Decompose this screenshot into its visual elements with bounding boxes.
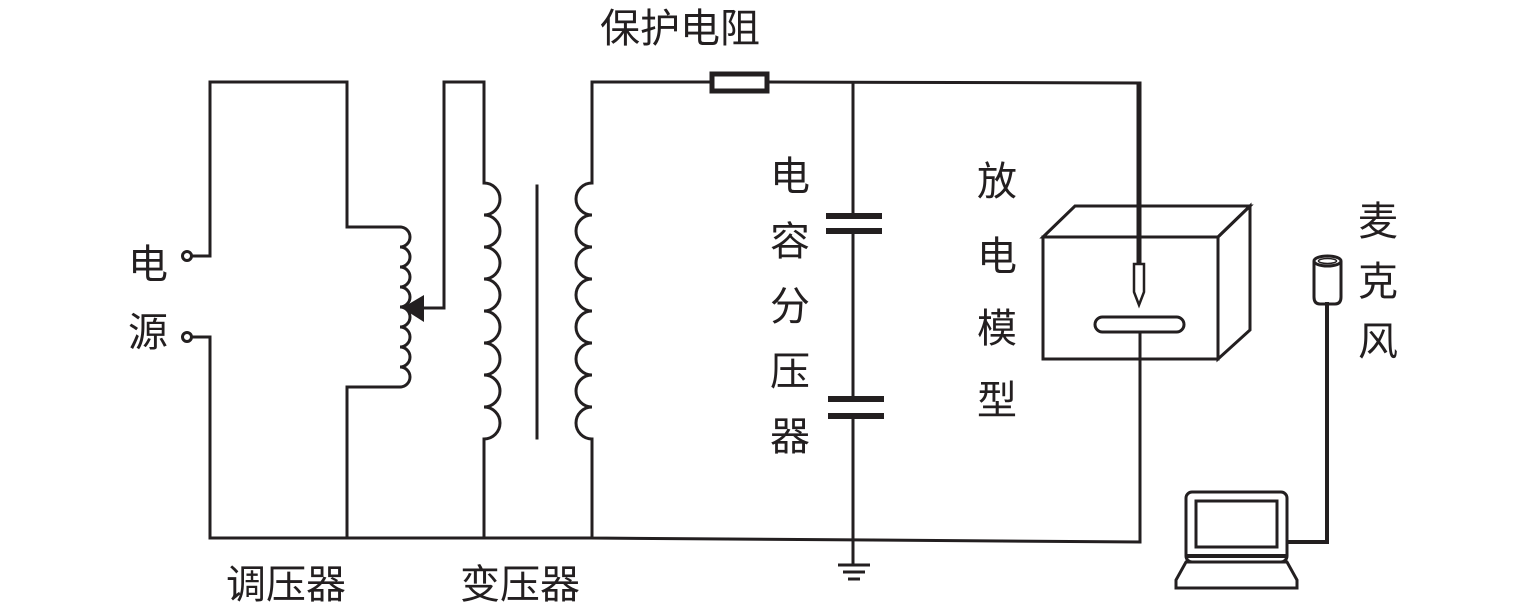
svg-text:放: 放 bbox=[977, 159, 1017, 205]
plate-electrode bbox=[1093, 315, 1186, 334]
transformer bbox=[482, 80, 1142, 544]
label-discharge-model: 放 电 模 型 bbox=[977, 159, 1017, 424]
wire-secondary-bottom bbox=[590, 437, 1142, 544]
label-power-char-2: 源 bbox=[128, 310, 168, 356]
needle-electrode-tip bbox=[1132, 262, 1146, 309]
svg-text:电: 电 bbox=[977, 234, 1017, 280]
microphone-icon bbox=[1287, 254, 1343, 544]
box-top-face bbox=[1039, 204, 1254, 239]
resistor-body bbox=[709, 71, 770, 94]
wire-source-bottom bbox=[190, 335, 594, 540]
label-protective-resistor: 保护电阻 bbox=[600, 6, 760, 52]
voltage-regulator bbox=[345, 80, 486, 540]
label-capacitive-divider: 电 容 分 压 器 bbox=[770, 154, 810, 460]
wire-secondary-top bbox=[590, 80, 714, 185]
discharge-model bbox=[1039, 83, 1254, 544]
label-voltage-regulator: 调压器 bbox=[226, 562, 346, 608]
wire-resistor-right bbox=[765, 80, 1142, 85]
svg-text:电: 电 bbox=[770, 154, 810, 200]
power-source bbox=[181, 80, 594, 540]
label-power-source: 电 源 bbox=[128, 242, 168, 356]
svg-text:容: 容 bbox=[770, 219, 810, 265]
svg-text:麦: 麦 bbox=[1358, 199, 1398, 245]
box-side-face bbox=[1216, 202, 1252, 363]
label-transformer: 变压器 bbox=[460, 562, 580, 608]
svg-text:风: 风 bbox=[1358, 319, 1398, 365]
wiper-arrow-icon bbox=[402, 295, 424, 322]
svg-text:器: 器 bbox=[770, 414, 810, 460]
terminal-bottom bbox=[181, 331, 193, 343]
terminal-top bbox=[181, 250, 193, 262]
laptop-icon bbox=[1174, 490, 1299, 590]
microphone-cable bbox=[1287, 302, 1329, 544]
wire-regulator-bottom bbox=[345, 385, 402, 540]
svg-text:压: 压 bbox=[770, 349, 810, 395]
svg-text:分: 分 bbox=[770, 284, 810, 330]
wire-source-top bbox=[190, 80, 402, 258]
svg-text:型: 型 bbox=[977, 378, 1017, 424]
label-microphone: 麦 克 风 bbox=[1358, 199, 1398, 365]
secondary-coil bbox=[574, 181, 594, 441]
primary-coil bbox=[482, 181, 502, 441]
capacitive-divider bbox=[826, 81, 884, 567]
wire-wiper bbox=[422, 80, 486, 310]
box-front-face bbox=[1041, 235, 1220, 361]
svg-text:克: 克 bbox=[1358, 259, 1398, 305]
regulator-coil bbox=[398, 225, 412, 389]
protective-resistor bbox=[709, 71, 1142, 94]
svg-text:模: 模 bbox=[977, 306, 1017, 352]
ground-icon bbox=[838, 563, 870, 581]
label-power-char-1: 电 bbox=[128, 242, 168, 288]
